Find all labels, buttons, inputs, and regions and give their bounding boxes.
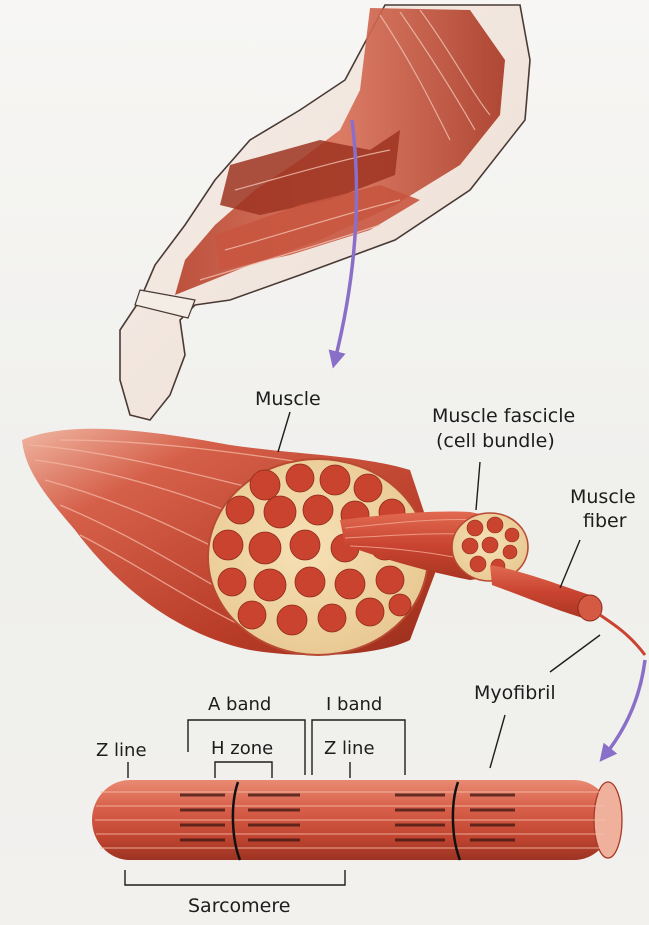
label-a-band: A band <box>208 694 271 716</box>
label-sarcomere: Sarcomere <box>188 895 290 917</box>
label-i-band: I band <box>326 694 382 716</box>
label-h-zone: H zone <box>211 738 273 760</box>
label-z-line-left: Z line <box>96 740 147 762</box>
arrow-to-myofibril <box>605 660 645 755</box>
whole-muscle <box>22 429 645 655</box>
myofibril-illustration <box>92 780 622 860</box>
label-fascicle-line1: Muscle fascicle <box>432 405 575 427</box>
label-fascicle-line2: (cell bundle) <box>436 430 555 452</box>
label-fiber-line1: Muscle <box>570 486 636 508</box>
label-myofibril: Myofibril <box>474 682 556 704</box>
leg-illustration <box>120 5 530 420</box>
label-fiber-line2: fiber <box>583 510 627 532</box>
label-muscle: Muscle <box>255 388 321 410</box>
label-z-line-right: Z line <box>324 738 375 760</box>
